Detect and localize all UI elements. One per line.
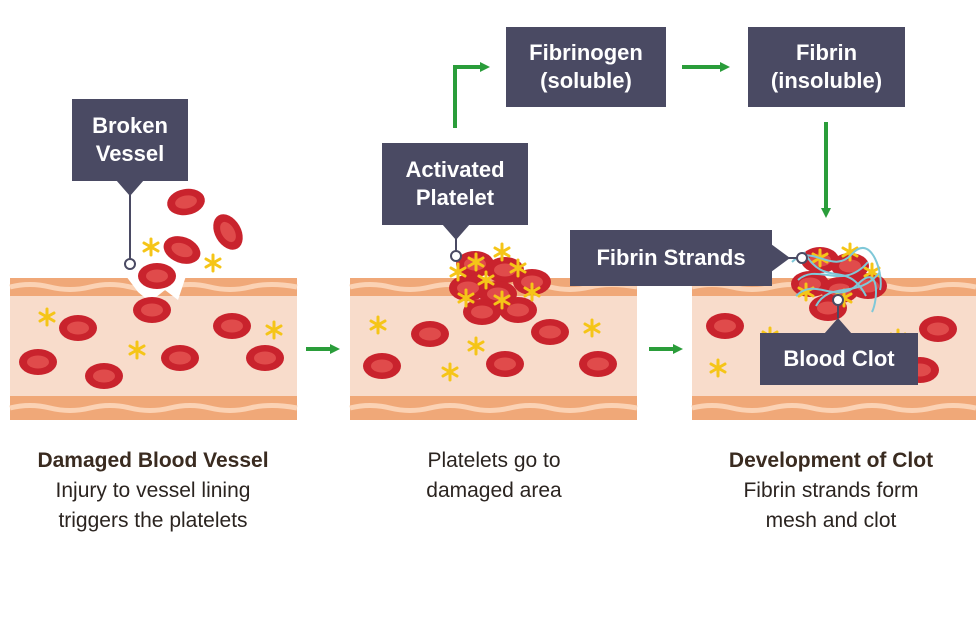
caption-stage3-line1: Fibrin strands form	[743, 479, 919, 502]
label-activated-platelet: Activated Platelet	[382, 143, 528, 225]
caption-damaged-vessel: Damaged Blood Vessel Injury to vessel li…	[0, 446, 306, 536]
caption-clot-development: Development of Clot Fibrin strands form …	[686, 446, 976, 536]
label-broken-vessel-text: Broken Vessel	[92, 113, 168, 166]
label-broken-vessel: Broken Vessel	[72, 99, 188, 181]
caption-stage1-line2: triggers the platelets	[58, 509, 248, 532]
blood-clot-pointer	[824, 294, 852, 334]
blood-clot-mesh	[791, 242, 887, 321]
label-fibrinogen-text: Fibrinogen (soluble)	[529, 40, 643, 93]
caption-stage1-line1: Injury to vessel lining	[55, 479, 251, 502]
label-fibrin-text: Fibrin (insoluble)	[770, 40, 883, 93]
caption-stage2-line2: damaged area	[426, 479, 562, 502]
label-blood-clot-text: Blood Clot	[783, 346, 895, 371]
arrow-platelet-to-fibrinogen	[453, 62, 490, 128]
fibrin-strands-pointer	[771, 244, 808, 272]
caption-stage3-title: Development of Clot	[728, 449, 934, 472]
label-fibrin: Fibrin (insoluble)	[748, 27, 905, 107]
caption-stage2-line1: Platelets go to	[427, 449, 561, 472]
broken-vessel-pointer	[116, 180, 144, 270]
label-activated-platelet-text: Activated Platelet	[405, 157, 505, 210]
label-fibrin-strands: Fibrin Strands	[570, 230, 772, 286]
activated-platelet-pointer	[442, 224, 470, 262]
caption-stage3-line2: mesh and clot	[765, 509, 897, 532]
label-fibrin-strands-text: Fibrin Strands	[596, 245, 746, 270]
caption-platelets: Platelets go to damaged area	[344, 446, 644, 506]
caption-stage1-title: Damaged Blood Vessel	[37, 449, 269, 472]
label-blood-clot: Blood Clot	[760, 333, 918, 385]
label-fibrinogen: Fibrinogen (soluble)	[506, 27, 666, 107]
platelet-cluster	[449, 242, 551, 325]
